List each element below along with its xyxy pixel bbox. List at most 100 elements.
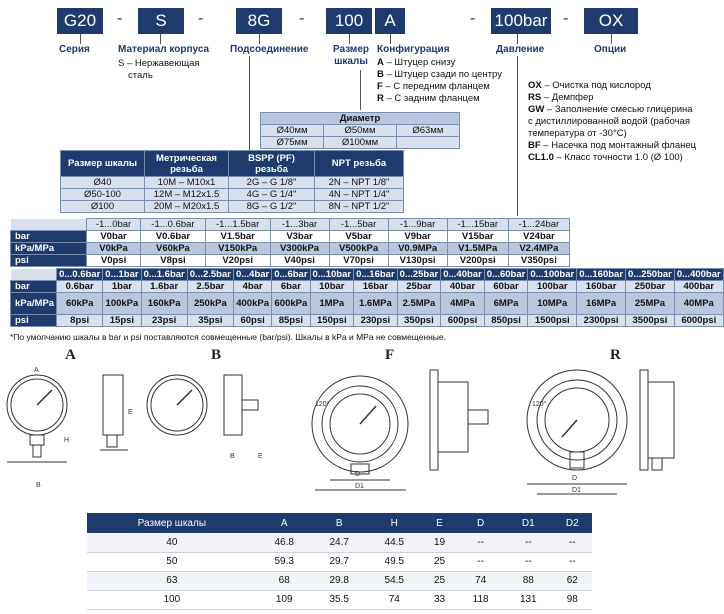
figure-letter-r: R [610, 347, 621, 363]
dimension-cell: 50 [87, 552, 257, 572]
thread-cell: 12M – M12x1.5 [144, 188, 229, 201]
thread-cell: 4G – G 1/4" [228, 188, 315, 201]
pressure-cell: 400kPa [232, 292, 273, 315]
dimension-cell: 49.5 [366, 552, 422, 572]
diameter-cell: Ø63мм [395, 124, 461, 137]
code-series: G20 [57, 8, 103, 34]
pressure-cell: 0.6bar [56, 280, 104, 293]
pressure-cell: 600psi [440, 314, 485, 327]
svg-text:A: A [34, 367, 39, 374]
dimension-cell: 54.5 [366, 571, 422, 591]
vacuum-header: -1...5bar [328, 218, 389, 231]
thread-cell: 20M – M20x1.5 [144, 200, 229, 213]
dimension-cell: 74 [457, 571, 505, 591]
vacuum-cell: V0.9MPa [387, 242, 448, 255]
pressure-cell: 16MPa [576, 292, 627, 315]
dimension-cell: 24.7 [311, 533, 367, 553]
pressure-cell: 160bar [576, 280, 627, 293]
pressure-header: 0...160bar [576, 268, 627, 281]
pressure-cell: 60psi [232, 314, 273, 327]
pressure-header: 0...0.6bar [56, 268, 104, 281]
thread-cell: Ø100 [60, 200, 145, 213]
svg-text:E: E [128, 409, 133, 416]
diameter-table: Диаметр Ø40мм Ø50мм Ø63мм Ø75мм Ø100мм [259, 112, 461, 149]
svg-text:D1: D1 [572, 487, 581, 494]
figure-letter-b: B [211, 347, 222, 363]
dimension-cell: 109 [256, 590, 312, 610]
config-list: A – Штуцер снизу B – Штуцер сзади по цен… [377, 57, 502, 104]
options-list: OX – Очистка под кислород RS – Демпфер G… [528, 80, 697, 163]
vacuum-cell: V300kPa [269, 242, 330, 255]
pressure-cell: 8psi [56, 314, 104, 327]
pressure-header: 0...10bar [309, 268, 355, 281]
vacuum-cell: V8psi [140, 254, 206, 267]
label-connection: Подсоединение [230, 44, 309, 55]
pressure-cell: 4bar [232, 280, 273, 293]
pressure-cell: 6000psi [673, 314, 724, 327]
thread-header: Метрическая резьба [144, 150, 229, 177]
vacuum-cell: V0bar [85, 230, 142, 243]
vacuum-cell: V0.6bar [140, 230, 206, 243]
pressure-cell: 6MPa [483, 292, 529, 315]
thread-cell: Ø50-100 [60, 188, 145, 201]
pressure-cell: 230psi [353, 314, 398, 327]
dimension-cell: 88 [504, 571, 553, 591]
dimension-cell: 46.8 [256, 533, 312, 553]
thread-header: Размер шкалы [60, 150, 145, 177]
pressure-cell: 35psi [186, 314, 234, 327]
dimension-cell: -- [552, 552, 592, 572]
dimension-cell: 59.3 [256, 552, 312, 572]
pressure-cell: 2.5bar [186, 280, 234, 293]
dimension-cell: 44.5 [366, 533, 422, 553]
vacuum-cell: V350psi [507, 254, 571, 267]
pressure-cell: 85psi [271, 314, 311, 327]
pressure-cell: 6bar [271, 280, 311, 293]
diameter-cell: Ø50мм [323, 124, 397, 137]
vacuum-cell: V200psi [446, 254, 509, 267]
vacuum-cell: V150kPa [204, 242, 271, 255]
pressure-cell: 1500psi [527, 314, 578, 327]
code-config: A [375, 8, 405, 34]
material-note-1: S – Нержавеющая [118, 58, 200, 69]
vacuum-table: -1...0bar-1...0.6bar-1...1.5bar-1...3bar… [10, 218, 571, 267]
pressure-cell: 1.6MPa [353, 292, 398, 315]
dimension-cell: 29.8 [311, 571, 367, 591]
vacuum-cell: V5bar [328, 230, 389, 243]
label-scale-size: Размер шкалы [332, 44, 369, 67]
thread-cell: 8G – G 1/2" [228, 200, 315, 213]
pressure-cell: 850psi [483, 314, 529, 327]
pressure-header: 0...60bar [483, 268, 529, 281]
thread-header: NPT резьба [314, 150, 404, 177]
pressure-cell: 60bar [483, 280, 529, 293]
dimension-cell: -- [504, 552, 553, 572]
dimension-cell: 33 [421, 590, 458, 610]
pressure-cell: 25MPa [625, 292, 675, 315]
pressure-header: 0...1bar [102, 268, 142, 281]
svg-text:120°: 120° [315, 400, 330, 408]
pressure-cell: 1bar [102, 280, 142, 293]
vacuum-row-label: kPa/MPa [10, 242, 87, 255]
vacuum-cell: V3bar [269, 230, 330, 243]
pressure-row-label: bar [9, 280, 58, 293]
code-material: S [138, 8, 184, 34]
dimension-header: H [366, 513, 422, 533]
pressure-header: 0...100bar [527, 268, 578, 281]
dimension-cell: 35.5 [311, 590, 367, 610]
vacuum-cell: V1.5bar [204, 230, 271, 243]
thread-cell: 10M – M10x1 [144, 176, 229, 189]
dimension-cell: 25 [421, 571, 458, 591]
pressure-cell: 100kPa [102, 292, 142, 315]
dimension-cell: 68 [256, 571, 312, 591]
svg-text:D: D [572, 475, 577, 482]
dimension-header: B [311, 513, 367, 533]
vacuum-cell: V60kPa [140, 242, 206, 255]
pressure-cell: 40MPa [673, 292, 724, 315]
dimension-cell: -- [457, 552, 505, 572]
dash: - [117, 10, 123, 27]
svg-text:H: H [64, 437, 69, 444]
dimension-cell: 62 [552, 571, 592, 591]
pressure-cell: 1MPa [309, 292, 355, 315]
